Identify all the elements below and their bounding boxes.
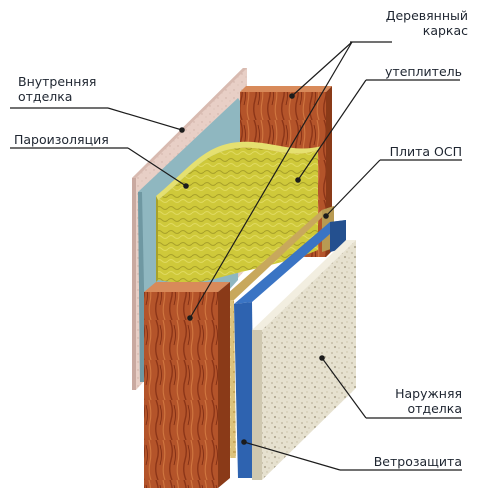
leader-lines bbox=[10, 41, 462, 471]
label-interior-finish: Внутренняя отделка bbox=[18, 74, 128, 104]
label-vapor-barrier: Пароизоляция bbox=[14, 132, 134, 147]
label-wind-barrier: Ветрозащита bbox=[352, 454, 462, 469]
label-interior-finish-line1: Внутренняя bbox=[18, 74, 97, 89]
label-vapor-barrier-text: Пароизоляция bbox=[14, 132, 109, 147]
label-osb: Плита ОСП bbox=[352, 144, 462, 159]
label-wood-frame-line1: Деревянный bbox=[385, 8, 468, 23]
label-exterior-finish-line1: Наружняя bbox=[395, 386, 462, 401]
label-interior-finish-line2: отделка bbox=[18, 89, 73, 104]
label-wind-barrier-text: Ветрозащита bbox=[373, 454, 462, 469]
label-wood-frame: Деревянный каркас bbox=[348, 8, 468, 38]
label-insulation: утеплитель bbox=[352, 64, 462, 79]
label-exterior-finish: Наружняя отделка bbox=[362, 386, 462, 416]
wood-stud-lower bbox=[144, 282, 230, 488]
label-insulation-text: утеплитель bbox=[385, 64, 462, 79]
exterior-finish-layer bbox=[252, 240, 356, 480]
label-exterior-finish-line2: отделка bbox=[407, 401, 462, 416]
label-osb-text: Плита ОСП bbox=[389, 144, 462, 159]
label-wood-frame-line2: каркас bbox=[422, 23, 468, 38]
